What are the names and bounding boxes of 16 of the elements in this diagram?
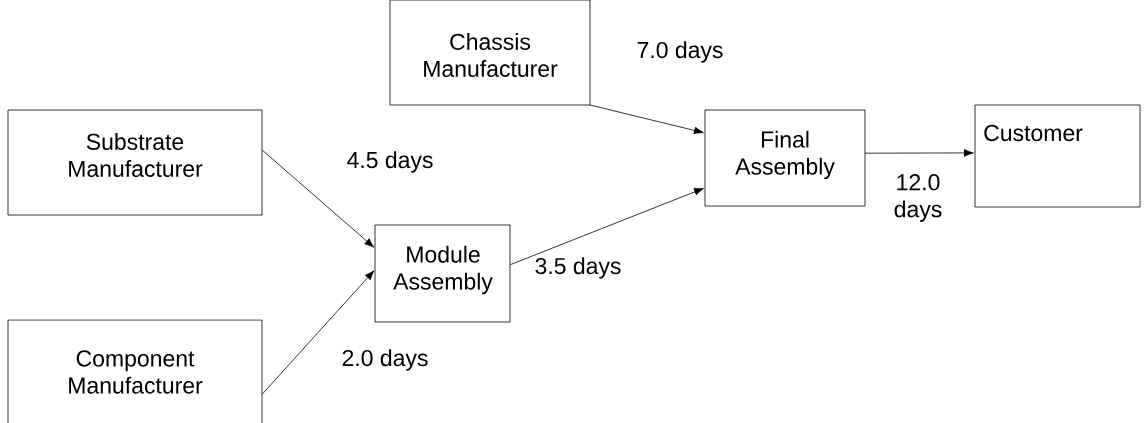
- edge-label: 7.0 days: [635, 40, 725, 64]
- arrow: [509, 188, 704, 266]
- process-box: Chassis Manufacturer: [389, 0, 591, 106]
- process-box: Module Assembly: [374, 224, 511, 323]
- arrow: [864, 149, 974, 157]
- edge-label: 3.5 days: [533, 256, 623, 280]
- process-box: Final Assembly: [704, 109, 866, 207]
- edge-label: 12.0 days: [882, 173, 954, 223]
- process-box: Component Manufacturer: [7, 319, 263, 423]
- process-box: Substrate Manufacturer: [7, 109, 263, 216]
- arrow: [261, 149, 375, 248]
- edge-label: 2.0 days: [340, 348, 430, 372]
- arrow: [589, 104, 704, 135]
- arrow: [261, 270, 375, 395]
- edge-label: 4.5 days: [345, 150, 435, 174]
- process-box: Customer: [974, 104, 1141, 208]
